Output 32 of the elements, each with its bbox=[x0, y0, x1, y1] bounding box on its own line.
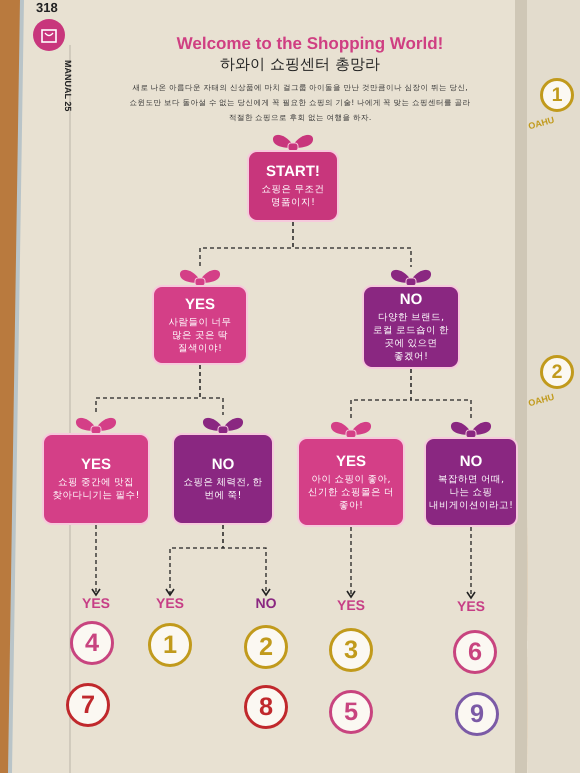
dashed-connector bbox=[410, 369, 472, 419]
box-text: 쇼핑은 무조건 명품이지! bbox=[260, 183, 326, 209]
box-heading: NO bbox=[212, 456, 234, 474]
subtitle: 하와이 쇼핑센터 총망라 bbox=[219, 55, 381, 74]
box-text: 사람들이 너무 많은 곳은 딱 질색이야! bbox=[167, 316, 233, 354]
box-text: 아이 쇼핑이 좋아, 신기한 쇼핑몰은 더 좋아! bbox=[306, 472, 396, 512]
box-heading: YES bbox=[184, 296, 215, 314]
box-text: 다양한 브랜드, 로컬 로드숍이 한 곳에 있으면 좋겠어! bbox=[372, 311, 450, 363]
answer-label: YES bbox=[449, 598, 493, 614]
box-heading: YES bbox=[336, 452, 366, 470]
box-text: 쇼핑은 체력전, 한 번에 쭉! bbox=[182, 476, 264, 502]
section-label: MANUAL 25 bbox=[63, 60, 73, 114]
dashed-arrow bbox=[222, 525, 271, 596]
dashed-connector bbox=[199, 365, 224, 415]
box-text: 쇼핑 중간에 맛집 찾아다니기는 필수! bbox=[52, 476, 140, 502]
dashed-connector bbox=[292, 222, 412, 267]
answer-label: YES bbox=[148, 595, 192, 611]
answer-label: YES bbox=[74, 595, 118, 611]
box-heading: NO bbox=[400, 291, 422, 309]
box-heading: NO bbox=[460, 452, 482, 470]
dashed-arrow bbox=[91, 525, 101, 596]
box-heading: YES bbox=[80, 456, 111, 474]
title: Welcome to the Shopping World! bbox=[176, 34, 444, 54]
box-heading: START! bbox=[266, 163, 320, 181]
dashed-arrow bbox=[466, 527, 476, 599]
page-number: 318 bbox=[36, 0, 58, 15]
dashed-arrow bbox=[346, 527, 356, 598]
area-label: OAHU bbox=[527, 392, 556, 408]
answer-label: YES bbox=[329, 597, 373, 613]
area-label: OAHU bbox=[527, 114, 556, 132]
box-text: 복잡하면 어때, 나는 쇼핑 내비게이션이라고! bbox=[429, 472, 513, 512]
answer-label: NO bbox=[244, 595, 288, 611]
